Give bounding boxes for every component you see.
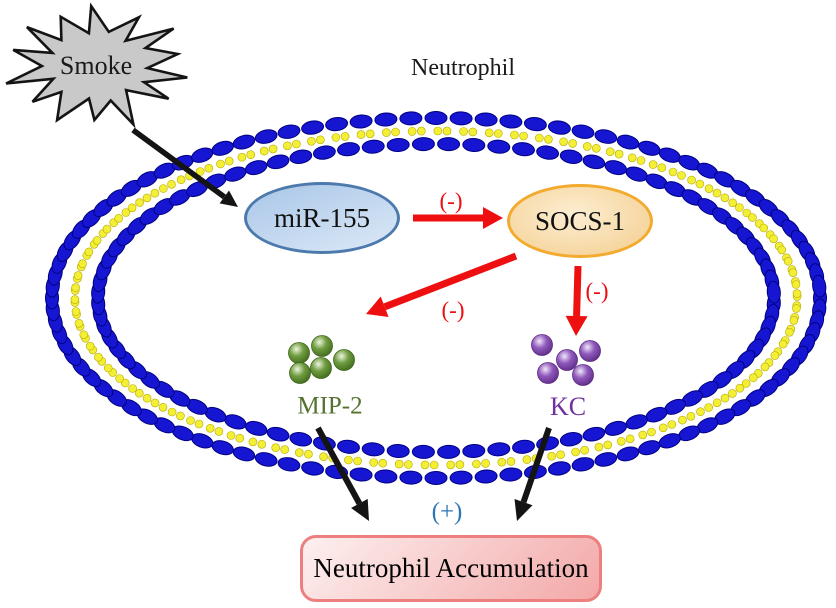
smoke-arrow: [131, 127, 238, 207]
neutrophil-accumulation-box: Neutrophil Accumulation: [300, 535, 602, 602]
cell-membrane: [45, 111, 827, 485]
inhibit-arrow-mir155-socs1: [413, 207, 503, 229]
socs1-label: SOCS-1: [534, 205, 626, 236]
inhibit-arrow-socs1-kc: [565, 265, 588, 336]
mip2-accumulation-arrow: [315, 426, 369, 521]
cell-title: Neutrophil: [411, 55, 515, 81]
mir155-label: miR-155: [273, 202, 370, 233]
kc-accumulation-arrow: [514, 427, 552, 521]
mir155-node: miR-155: [244, 182, 400, 254]
neutrophil-accumulation-label: Neutrophil Accumulation: [313, 553, 589, 583]
inhibit-arrow-socs1-mip2: [366, 252, 518, 317]
kc-molecules: [531, 334, 601, 386]
mip2-label: MIP-2: [297, 392, 363, 420]
socs1-node: SOCS-1: [507, 184, 653, 258]
promote-sign: (+): [431, 498, 463, 526]
kc-label: KC: [549, 392, 587, 421]
smoke-label: Smoke: [59, 51, 133, 80]
smoke-burst: [5, 2, 188, 129]
mip2-molecules: [288, 335, 355, 384]
inhibit-sign-mir155-socs1: (-): [439, 188, 463, 214]
inhibit-sign-socs1-kc: (-): [585, 278, 609, 304]
inhibit-sign-socs1-mip2: (-): [441, 297, 465, 323]
